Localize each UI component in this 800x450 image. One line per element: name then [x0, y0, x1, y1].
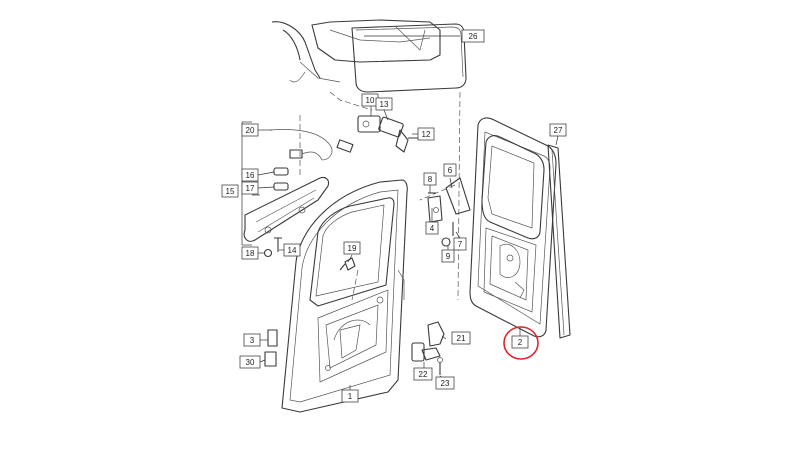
svg-text:14: 14 — [288, 246, 297, 255]
door-latch — [339, 257, 356, 271]
callout-8: 8 — [423, 172, 437, 186]
right-rear-door — [469, 117, 557, 338]
svg-text:22: 22 — [419, 370, 428, 379]
callout-6: 6 — [443, 163, 457, 177]
reference-line — [419, 184, 456, 201]
svg-text:9: 9 — [446, 252, 451, 261]
svg-text:15: 15 — [226, 187, 235, 196]
insert-3 — [267, 329, 278, 347]
door-seal — [351, 23, 467, 93]
callout-15: 15 — [221, 184, 239, 198]
svg-text:12: 12 — [422, 130, 431, 139]
svg-text:27: 27 — [554, 126, 563, 135]
reference-line — [457, 91, 461, 301]
svg-text:2: 2 — [518, 338, 523, 347]
svg-text:18: 18 — [246, 249, 255, 258]
svg-text:20: 20 — [246, 126, 255, 135]
svg-text:7: 7 — [458, 240, 463, 249]
svg-text:26: 26 — [469, 32, 478, 41]
callouts: 26 20 10 13 12 27 6 8 16 17 15 4 7 9 19 … — [221, 29, 567, 403]
callout-22: 22 — [413, 367, 433, 381]
svg-text:16: 16 — [246, 171, 255, 180]
svg-text:3: 3 — [250, 336, 255, 345]
callout-1: 1 — [341, 389, 359, 403]
vehicle-body-outline — [271, 19, 441, 83]
door-pillar-trim — [547, 144, 571, 339]
callout-17: 17 — [241, 181, 259, 195]
callout-2: 2 — [511, 335, 529, 349]
insert-30 — [264, 351, 277, 367]
bolts — [263, 237, 282, 258]
striker-plate — [411, 321, 445, 375]
reference-line — [329, 91, 373, 111]
svg-text:30: 30 — [246, 358, 255, 367]
wiring-harness — [269, 129, 354, 161]
svg-text:23: 23 — [441, 379, 450, 388]
callout-26: 26 — [461, 29, 485, 43]
callout-20: 20 — [241, 123, 259, 137]
svg-text:10: 10 — [366, 96, 375, 105]
left-rear-door — [281, 179, 408, 413]
svg-text:21: 21 — [457, 334, 466, 343]
callout-13: 13 — [375, 97, 393, 111]
callout-7: 7 — [453, 237, 467, 251]
svg-text:6: 6 — [448, 166, 453, 175]
highlight-circle — [503, 326, 539, 360]
callout-19: 19 — [343, 241, 361, 255]
callout-23: 23 — [435, 376, 455, 390]
svg-text:4: 4 — [430, 224, 435, 233]
callout-30: 30 — [239, 355, 261, 369]
callout-14: 14 — [283, 243, 301, 257]
svg-text:17: 17 — [246, 184, 255, 193]
callout-18: 18 — [241, 246, 259, 260]
callout-3: 3 — [243, 333, 261, 347]
svg-text:1: 1 — [348, 392, 353, 401]
clips — [273, 167, 289, 191]
third-brake-light — [243, 176, 330, 242]
callout-27: 27 — [549, 123, 567, 137]
callout-12: 12 — [417, 127, 435, 141]
callout-21: 21 — [451, 331, 471, 345]
reference-line — [351, 269, 359, 301]
svg-text:19: 19 — [348, 244, 357, 253]
lower-hinge — [427, 177, 471, 247]
svg-text:13: 13 — [380, 100, 389, 109]
svg-text:8: 8 — [428, 175, 433, 184]
callout-16: 16 — [241, 168, 259, 182]
callout-4: 4 — [425, 221, 439, 235]
callout-9: 9 — [441, 249, 455, 263]
